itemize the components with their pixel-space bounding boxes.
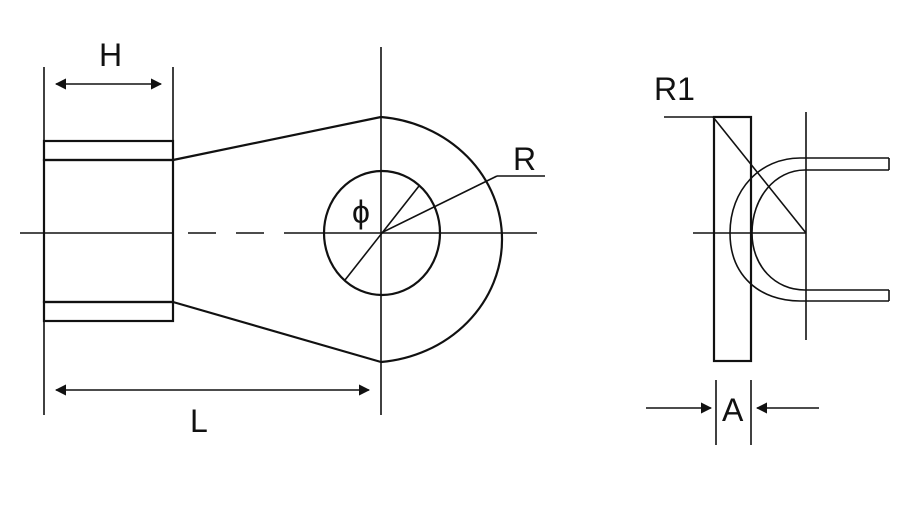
radius-leader [380, 175, 498, 234]
front-view: H L R ϕ [20, 37, 545, 439]
barrel-bottom-band [42, 300, 175, 323]
phi-label: ϕ [352, 194, 370, 230]
r-label: R [513, 141, 536, 177]
a-label: A [722, 392, 744, 428]
curl-outer [729, 157, 889, 302]
l-label: L [190, 403, 208, 439]
side-plate [712, 115, 753, 363]
barrel-top-band [42, 139, 175, 162]
barrel-body [42, 158, 175, 304]
h-label: H [99, 37, 122, 73]
ring-outer-arc [380, 115, 504, 364]
neck-top-edge [172, 115, 382, 162]
r1-label: R1 [654, 71, 695, 107]
side-view: R1 A [646, 71, 890, 445]
curl-inner [751, 169, 889, 291]
neck-bottom-edge [172, 300, 382, 364]
r1-leader [712, 116, 807, 234]
